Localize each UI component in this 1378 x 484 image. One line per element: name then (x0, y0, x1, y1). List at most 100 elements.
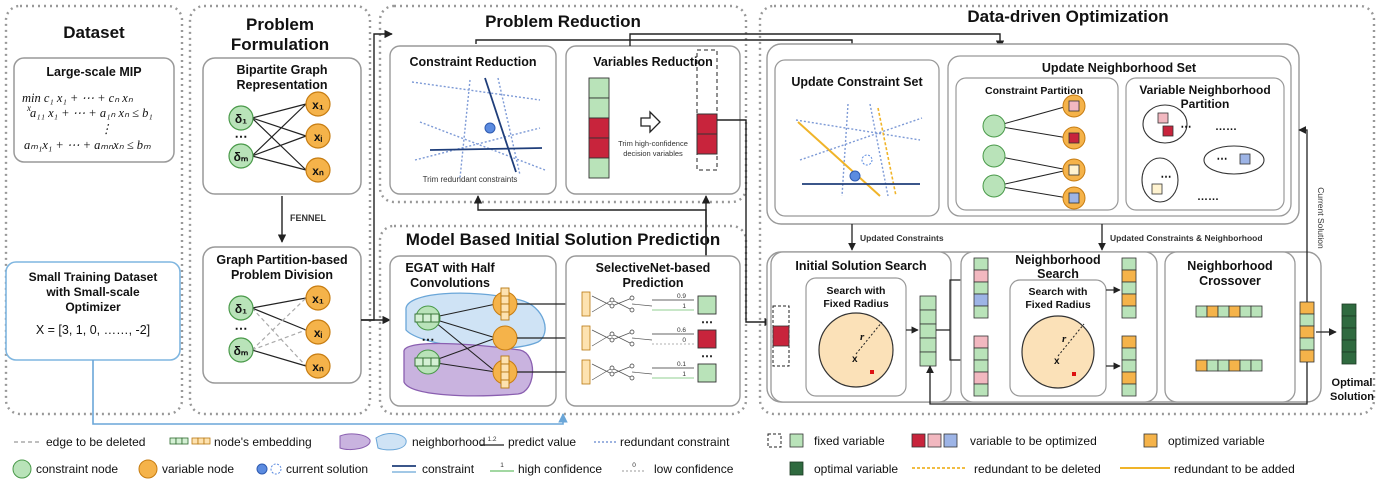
reduce-arrow-icon (640, 110, 661, 134)
training-value: X = [3, 1, 0, ……, -2] (36, 323, 150, 337)
egat-title-2: Convolutions (410, 276, 490, 290)
crossover-row-bottom (1195, 359, 1263, 372)
constraint-node (982, 174, 1006, 198)
formulation-title-line1: Problem (246, 15, 314, 34)
legend-low-confidence: low confidence (654, 462, 734, 476)
bipartite-title-2: Representation (237, 78, 328, 92)
neighborhood-search-title-2: Search (1037, 267, 1079, 281)
crossover-result-column (1299, 301, 1315, 363)
constraint-node (228, 143, 254, 169)
partition-title-1: Graph Partition-based (216, 253, 347, 267)
legend-neighborhood: neighborhood (412, 435, 485, 449)
legend-high-confidence: high confidence (518, 462, 602, 476)
initial-input-cell (772, 325, 790, 347)
crossover-title-1: Neighborhood (1187, 259, 1272, 273)
initial-search-title: Initial Solution Search (795, 259, 926, 273)
constraint-node (982, 144, 1006, 168)
constraint-node (228, 295, 254, 321)
training-title-1: Small Training Dataset (29, 270, 158, 284)
constraint-node (228, 337, 254, 363)
variable-partition-title-1: Variable Neighborhood (1139, 83, 1270, 97)
formulation-title-line2: Formulation (231, 35, 329, 54)
center-label: x (852, 354, 858, 365)
neighborhood-legend-blue (375, 433, 407, 451)
selective-title-1: SelectiveNet-based (596, 261, 711, 275)
bipartite-title-1: Bipartite Graph (237, 63, 328, 77)
confidence-value: 0 (682, 337, 686, 344)
predict-value: 0.9 (677, 293, 686, 300)
confidence-value: 1 (682, 371, 686, 378)
variables-note-2: decision variables (623, 149, 683, 158)
neighborhood-search-title-1: Neighborhood (1015, 253, 1100, 267)
variable-node (305, 353, 331, 379)
legend-low-sample: 0 (632, 462, 636, 469)
mip-box (13, 57, 175, 163)
fennel-label: FENNEL (290, 213, 327, 223)
constraint-reduction-title: Constraint Reduction (409, 55, 536, 69)
legend-predict-sample: 1.2 (487, 436, 496, 443)
variable-node-label: xᵢ (314, 326, 323, 340)
variable-node (492, 325, 518, 351)
fixed-radius-title-1: Search with (827, 285, 886, 297)
node-dots: ⋯ (422, 332, 435, 347)
training-title-2: with Small-scale (45, 285, 140, 299)
mip-objective: min c₁ x₁ + ⋯ + cₙ xₙ (22, 91, 134, 105)
neighborhood-legend-purple (339, 433, 371, 451)
radius-line (855, 321, 883, 355)
variable-node (305, 319, 331, 345)
legend-optimized-variable: optimized variable (1168, 434, 1265, 448)
legend: edge to be deleted node's embedding neig… (12, 433, 1295, 479)
optimization-frame (758, 4, 1376, 416)
update-constraint-lines (795, 103, 923, 197)
egat-title-1: EGAT with Half (405, 261, 495, 275)
node-dots: ⋯ (235, 129, 248, 144)
partition-graph (995, 105, 1069, 199)
dotted-row: …… (1197, 191, 1219, 203)
legend-redundant-delete: redundant to be deleted (974, 462, 1101, 476)
fixed-radius-title-2: Fixed Radius (1025, 299, 1091, 311)
legend-redundant-add: redundant to be added (1174, 462, 1295, 476)
predict-value: 0.6 (677, 327, 686, 334)
reduction-frame (378, 4, 748, 204)
optimal-solution-column (1341, 303, 1357, 365)
variable-node (305, 285, 331, 311)
variable-node-label: xₙ (312, 164, 324, 178)
variable-node (305, 91, 331, 117)
variable-embedding (500, 287, 510, 389)
legend-redundant-constraint: redundant constraint (620, 435, 730, 449)
partition-variables (1062, 94, 1086, 210)
constraint-lines (411, 77, 546, 179)
mip-vdots: ⋮ (100, 122, 113, 136)
full-variable-column (588, 77, 610, 179)
dotted-row: …… (1215, 121, 1237, 133)
network-row-top (581, 291, 717, 317)
constraint-node-label: δₘ (234, 150, 249, 164)
update-constraint-box (774, 59, 940, 217)
initial-output-column (919, 295, 937, 367)
egat-edges (429, 303, 497, 373)
optimization-title: Data-driven Optimization (967, 7, 1168, 26)
mip-constraint-1: a₁₁ x₁ + ⋯ + a₁ₙ xₙ ≤ b₁ (30, 106, 153, 120)
neighborhood-groups (1141, 104, 1265, 203)
neighborhood-output-columns (1121, 257, 1137, 397)
current-solution-previous (861, 154, 873, 166)
mip-min-subscript: x (26, 103, 31, 113)
reduction-title: Problem Reduction (485, 12, 641, 31)
radius-line (1057, 323, 1085, 357)
optimal-solution-label-1: Optimal (1332, 377, 1373, 389)
node-dots: ⋯ (1181, 121, 1192, 133)
predict-value: 0.1 (677, 361, 686, 368)
constraint-embedding (414, 313, 440, 367)
variable-node (305, 157, 331, 183)
embedding-legend-icon (169, 437, 211, 445)
constraint-node (228, 105, 254, 131)
variables-note-1: Trim high-confidence (618, 139, 688, 148)
variable-node-label: xᵢ (314, 130, 323, 144)
target-point (870, 370, 874, 374)
current-solution-feedback (926, 362, 1308, 405)
current-solution-point (484, 122, 496, 134)
update-constraint-title: Update Constraint Set (791, 75, 923, 89)
fixed-radius-title-1: Search with (1029, 286, 1088, 298)
reduced-variable-column (696, 49, 718, 171)
dataset-title: Dataset (63, 23, 125, 42)
